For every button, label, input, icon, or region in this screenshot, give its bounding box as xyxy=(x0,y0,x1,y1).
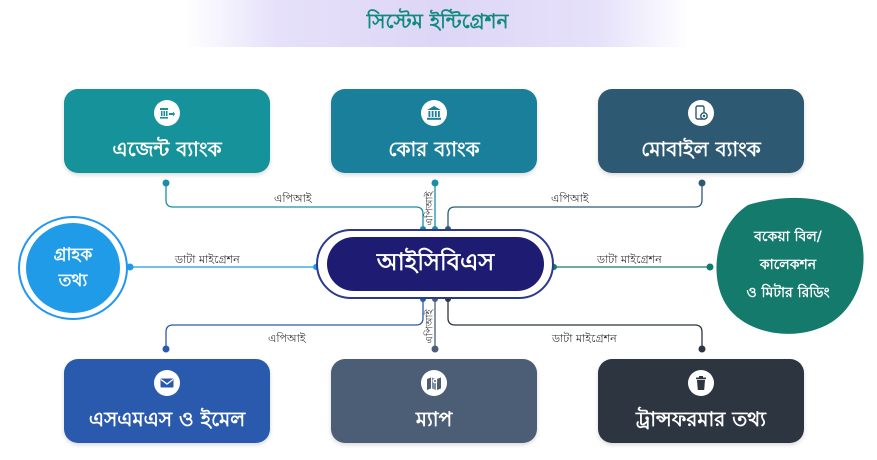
node-label: মোবাইল ব্যাংক xyxy=(641,137,761,161)
node-label: এজেন্ট ব্যাংক xyxy=(112,137,222,161)
mail-icon xyxy=(154,370,180,396)
edge-label-core: এপিআই xyxy=(424,191,436,226)
dot-billing xyxy=(706,263,714,271)
map-pin-icon xyxy=(421,370,447,396)
node-label: ম্যাপ xyxy=(415,407,453,431)
billing-line-2: কালেকশন xyxy=(759,257,817,273)
node-map[interactable]: ম্যাপ xyxy=(331,359,537,443)
dot-mobile xyxy=(698,179,706,187)
edge-label-agent: এপিআই xyxy=(274,192,312,205)
edge-label-billing: ডাটা মাইগ্রেশন xyxy=(597,253,662,266)
bank-transfer-icon xyxy=(154,100,180,126)
customer-line-1: গ্রাহক xyxy=(53,245,93,265)
edge-label-mobile: এপিআই xyxy=(551,192,589,205)
customer-line-2: তথ্য xyxy=(58,271,88,291)
dot-map xyxy=(431,345,439,353)
node-customer-info[interactable]: গ্রাহক তথ্য xyxy=(26,223,120,313)
wire-mobile xyxy=(447,183,703,229)
node-center-icbs[interactable]: আইসিবিএস xyxy=(327,237,544,291)
bank-building-icon xyxy=(421,100,447,126)
page-title: সিস্টেম ইন্টিগ্রেশন xyxy=(366,9,509,33)
trash-bin-icon xyxy=(688,370,714,396)
node-agent-bank[interactable]: এজেন্ট ব্যাংক xyxy=(64,89,270,173)
wire-transformer xyxy=(447,299,703,349)
edge-label-map: এপিআই xyxy=(424,309,436,344)
billing-blob xyxy=(716,197,864,334)
mobile-money-icon xyxy=(688,100,714,126)
dot-transformer xyxy=(698,345,706,353)
dot-core xyxy=(431,179,439,187)
edge-label-transformer: ডাটা মাইগ্রেশন xyxy=(552,332,617,345)
node-transformer-info[interactable]: ট্রান্সফরমার তথ্য xyxy=(598,359,804,443)
node-label: ট্রান্সফরমার তথ্য xyxy=(636,407,766,431)
edge-label-sms: এপিআই xyxy=(268,332,306,345)
node-label: এসএমএস ও ইমেল xyxy=(88,407,246,431)
dot-customer xyxy=(126,263,134,271)
wire-agent xyxy=(165,183,424,229)
node-label: কোর ব্যাংক xyxy=(388,137,480,161)
dot-sms xyxy=(162,345,170,353)
node-mobile-bank[interactable]: মোবাইল ব্যাংক xyxy=(598,89,804,173)
node-sms-email[interactable]: এসএমএস ও ইমেল xyxy=(64,359,270,443)
wire-sms xyxy=(165,299,424,349)
billing-line-1: বকেয়া বিল/ xyxy=(754,229,822,245)
dot-agent xyxy=(162,179,170,187)
edge-label-customer: ডাটা মাইগ্রেশন xyxy=(175,253,240,266)
billing-line-3: ও মিটার রিডিং xyxy=(746,285,830,301)
node-core-bank[interactable]: কোর ব্যাংক xyxy=(331,89,537,173)
node-billing-metering[interactable]: বকেয়া বিল/ কালেকশন ও মিটার রিডিং xyxy=(718,200,858,330)
title-band xyxy=(185,0,690,47)
customer-ring xyxy=(18,216,128,320)
